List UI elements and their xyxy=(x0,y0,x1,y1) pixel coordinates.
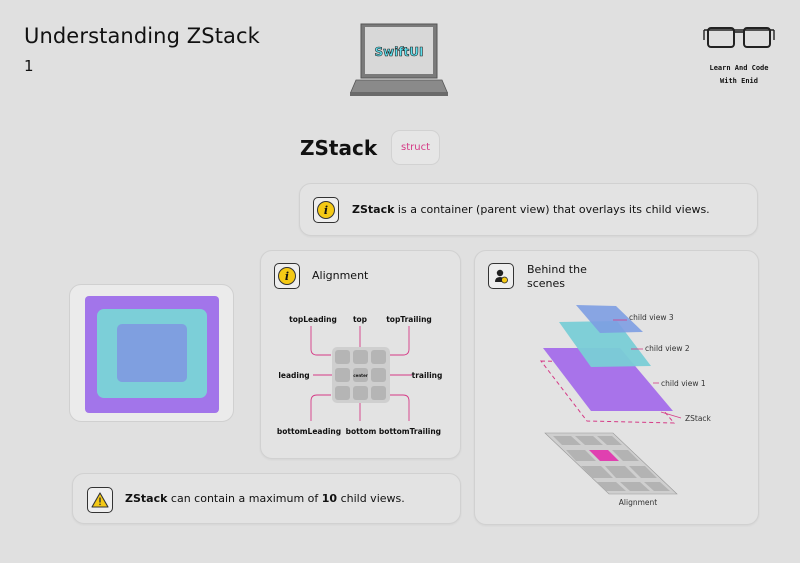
label-child-view-2: child view 2 xyxy=(645,344,690,353)
behind-scenes-card: Behind the scenes child view 3 child vie… xyxy=(474,250,759,525)
description-card: i ZStack is a container (parent view) th… xyxy=(299,183,758,236)
info-icon: i xyxy=(313,197,339,223)
struct-badge: struct xyxy=(391,130,440,165)
label-trailing: trailing xyxy=(412,371,443,380)
label-leading: leading xyxy=(278,371,309,380)
layer-stack-diagram: child view 3 child view 2 child view 1 Z… xyxy=(539,305,712,507)
label-bottom-leading: bottomLeading xyxy=(277,427,341,436)
description-bold: ZStack xyxy=(352,203,395,216)
child-view-1-layer xyxy=(543,348,673,411)
child-view-2-layer xyxy=(559,321,651,367)
laptop-screen-text: SwiftUI xyxy=(374,45,423,59)
label-child-view-3: child view 3 xyxy=(629,313,674,322)
layers-icon xyxy=(488,263,514,289)
label-alignment-grid: Alignment xyxy=(619,498,657,507)
brand-line2: With Enid xyxy=(720,77,758,85)
page-title: Understanding ZStack xyxy=(24,24,260,48)
behind-scenes-title: Behind the scenes xyxy=(527,263,587,290)
label-center: center xyxy=(353,373,368,378)
info-icon: i xyxy=(274,263,300,289)
label-top: top xyxy=(353,315,368,324)
laptop-icon: SwiftUI xyxy=(350,23,448,96)
warning-end: child views. xyxy=(337,492,405,505)
label-bottom-trailing: bottomTrailing xyxy=(379,427,441,436)
label-top-leading: topLeading xyxy=(289,315,337,324)
brand-line1: Learn And Code xyxy=(709,64,769,72)
label-top-trailing: topTrailing xyxy=(386,315,432,324)
warning-bold-start: ZStack xyxy=(125,492,168,505)
description-rest: is a container (parent view) that overla… xyxy=(394,203,710,216)
alignment-title: Alignment xyxy=(312,269,369,282)
warning-text: ZStack can contain a maximum of 10 child… xyxy=(125,492,405,505)
label-zstack-layer: ZStack xyxy=(685,414,712,423)
alignment-card: i Alignment topLeading top xyxy=(260,250,461,459)
child-view-3-layer xyxy=(576,305,643,333)
alignment-grid-iso xyxy=(544,432,678,495)
label-child-view-1: child view 1 xyxy=(661,379,706,388)
brand-logo: Learn And Code With Enid xyxy=(698,24,780,88)
warning-icon xyxy=(87,487,113,513)
glasses-icon xyxy=(703,27,775,48)
zstack-outline xyxy=(539,360,676,424)
preview-layer-front xyxy=(117,324,187,382)
alignment-diagram: topLeading top topTrailing leading cente… xyxy=(277,315,443,436)
label-bottom: bottom xyxy=(346,427,377,436)
warning-bold-number: 10 xyxy=(321,492,338,505)
warning-card: ZStack can contain a maximum of 10 child… xyxy=(72,473,461,524)
zstack-preview-card xyxy=(69,284,234,422)
zstack-heading: ZStack xyxy=(300,136,378,160)
alignment-grid xyxy=(332,347,390,403)
page-number: 1 xyxy=(24,57,34,75)
description-text: ZStack is a container (parent view) that… xyxy=(352,203,710,216)
warning-mid: can contain a maximum of xyxy=(167,492,322,505)
